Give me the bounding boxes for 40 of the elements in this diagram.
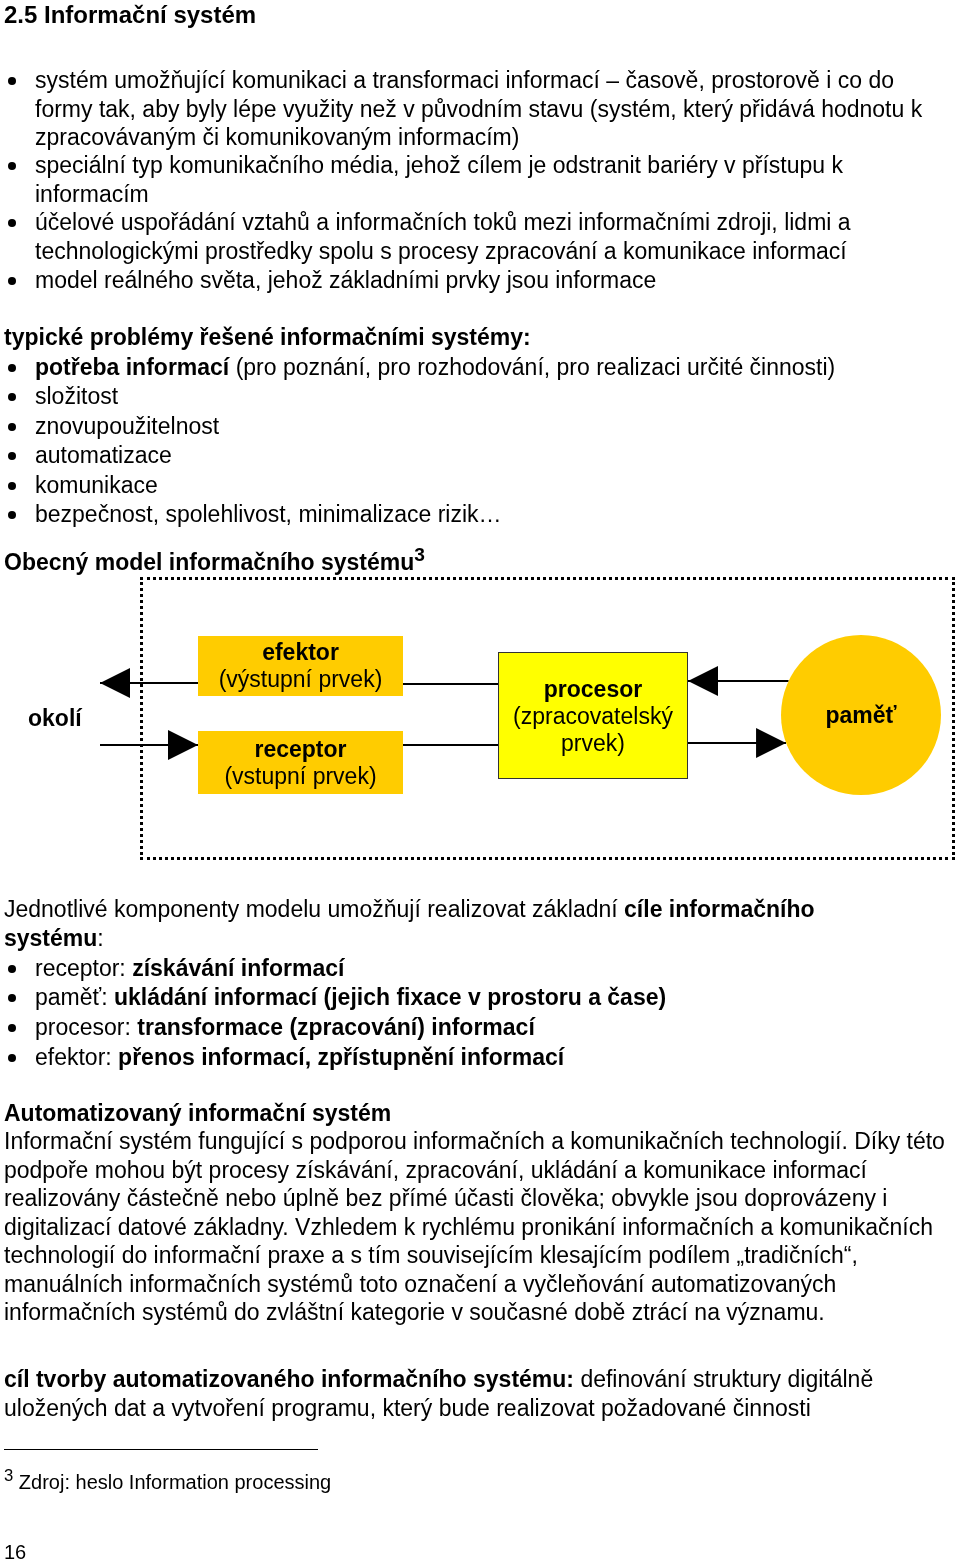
paragraph: cíl tvorby automatizovaného informačního systému: definování struktury digitálně uložených dat a vytvoření programu, který bude realizovat požadované činnosti: [4, 1365, 875, 1422]
node-title: paměť: [824, 701, 898, 729]
section-heading: 2.5 Informační systém: [4, 1, 257, 30]
subheading: Automatizovaný informační systém: [4, 1099, 393, 1128]
memory-circle: [781, 635, 941, 795]
list-item: model reálného světa, jehož základními prvky jsou informace: [35, 266, 658, 295]
list-item: paměť: ukládání informací (jejich fixace v prostoru a čase): [35, 983, 668, 1012]
process-box: [198, 636, 403, 696]
node-subtitle: (vstupní prvek): [223, 762, 378, 790]
system-boundary: [140, 577, 955, 860]
list-item: znovupoužitelnost: [35, 412, 221, 441]
node-label: okolí: [28, 703, 100, 733]
process-box: [198, 731, 403, 794]
list-item: receptor: získávání informací: [35, 954, 346, 983]
node-title: efektor: [261, 639, 340, 666]
list-item: systém umožňující komunikaci a transformaci informací – časově, prostorově i co do formy tak, aby byly lépe využity než v původním stavu (systém, který přidává hodnotu k zpracovávaným či komunikovaným informacím): [35, 66, 924, 152]
list-item: složitost: [35, 382, 120, 411]
node-subtitle: (výstupní prvek): [217, 666, 384, 693]
paragraph: Informační systém fungující s podporou informačních a komunikačních technologií. Díky této podpoře mohou být procesy získávání, zpracování, ukládání a komunikace informací realizovány částečně nebo úplně bez přímé účasti člověka; obvykle jsou doprovázeny i digitalizací datové základny. Vzhledem k rychlému pronikání informačních a komunikačních technologií do informační praxe a s tím souvisejícím klesajícím podílem „tradičních“, manuálních informačních systémů toto označení a vyčleňování automatizovaných informačních systémů do zvláštní kategorie v současné době ztrácí na významu.: [4, 1127, 946, 1327]
diagram-heading: Obecný model informačního systému$^{3}$: [4, 543, 426, 577]
arrow: [99, 730, 199, 760]
node-subtitle: (zpracovatelský prvek): [512, 702, 674, 756]
arrow: [99, 668, 199, 698]
list-item: bezpečnost, spolehlivost, minimalizace rizik…: [35, 500, 503, 529]
list-item: potřeba informací (pro poznání, pro rozhodování, pro realizaci určité činnosti): [35, 353, 837, 382]
list-item: automatizace: [35, 441, 173, 470]
arrow: [687, 666, 790, 696]
list-item: efektor: přenos informací, zpřístupnění informací: [35, 1043, 566, 1072]
process-box: [498, 652, 688, 779]
page-number: 16: [4, 1540, 28, 1562]
arrow: [687, 728, 788, 758]
paragraph: Jednotlivé komponenty modelu umožňují realizovat základní cíle informačního systému:: [4, 895, 816, 952]
node-title: procesor: [542, 675, 644, 702]
list-item: komunikace: [35, 471, 159, 500]
node-title: receptor: [253, 735, 348, 763]
connector-line: [402, 744, 499, 746]
footnote: $^{3}$ Zdroj: heslo Information processing: [4, 1465, 333, 1495]
subheading: typické problémy řešené informačními systémy:: [4, 323, 532, 352]
connector-line: [402, 683, 499, 685]
list-item: procesor: transformace (zpracování) informací: [35, 1013, 537, 1042]
